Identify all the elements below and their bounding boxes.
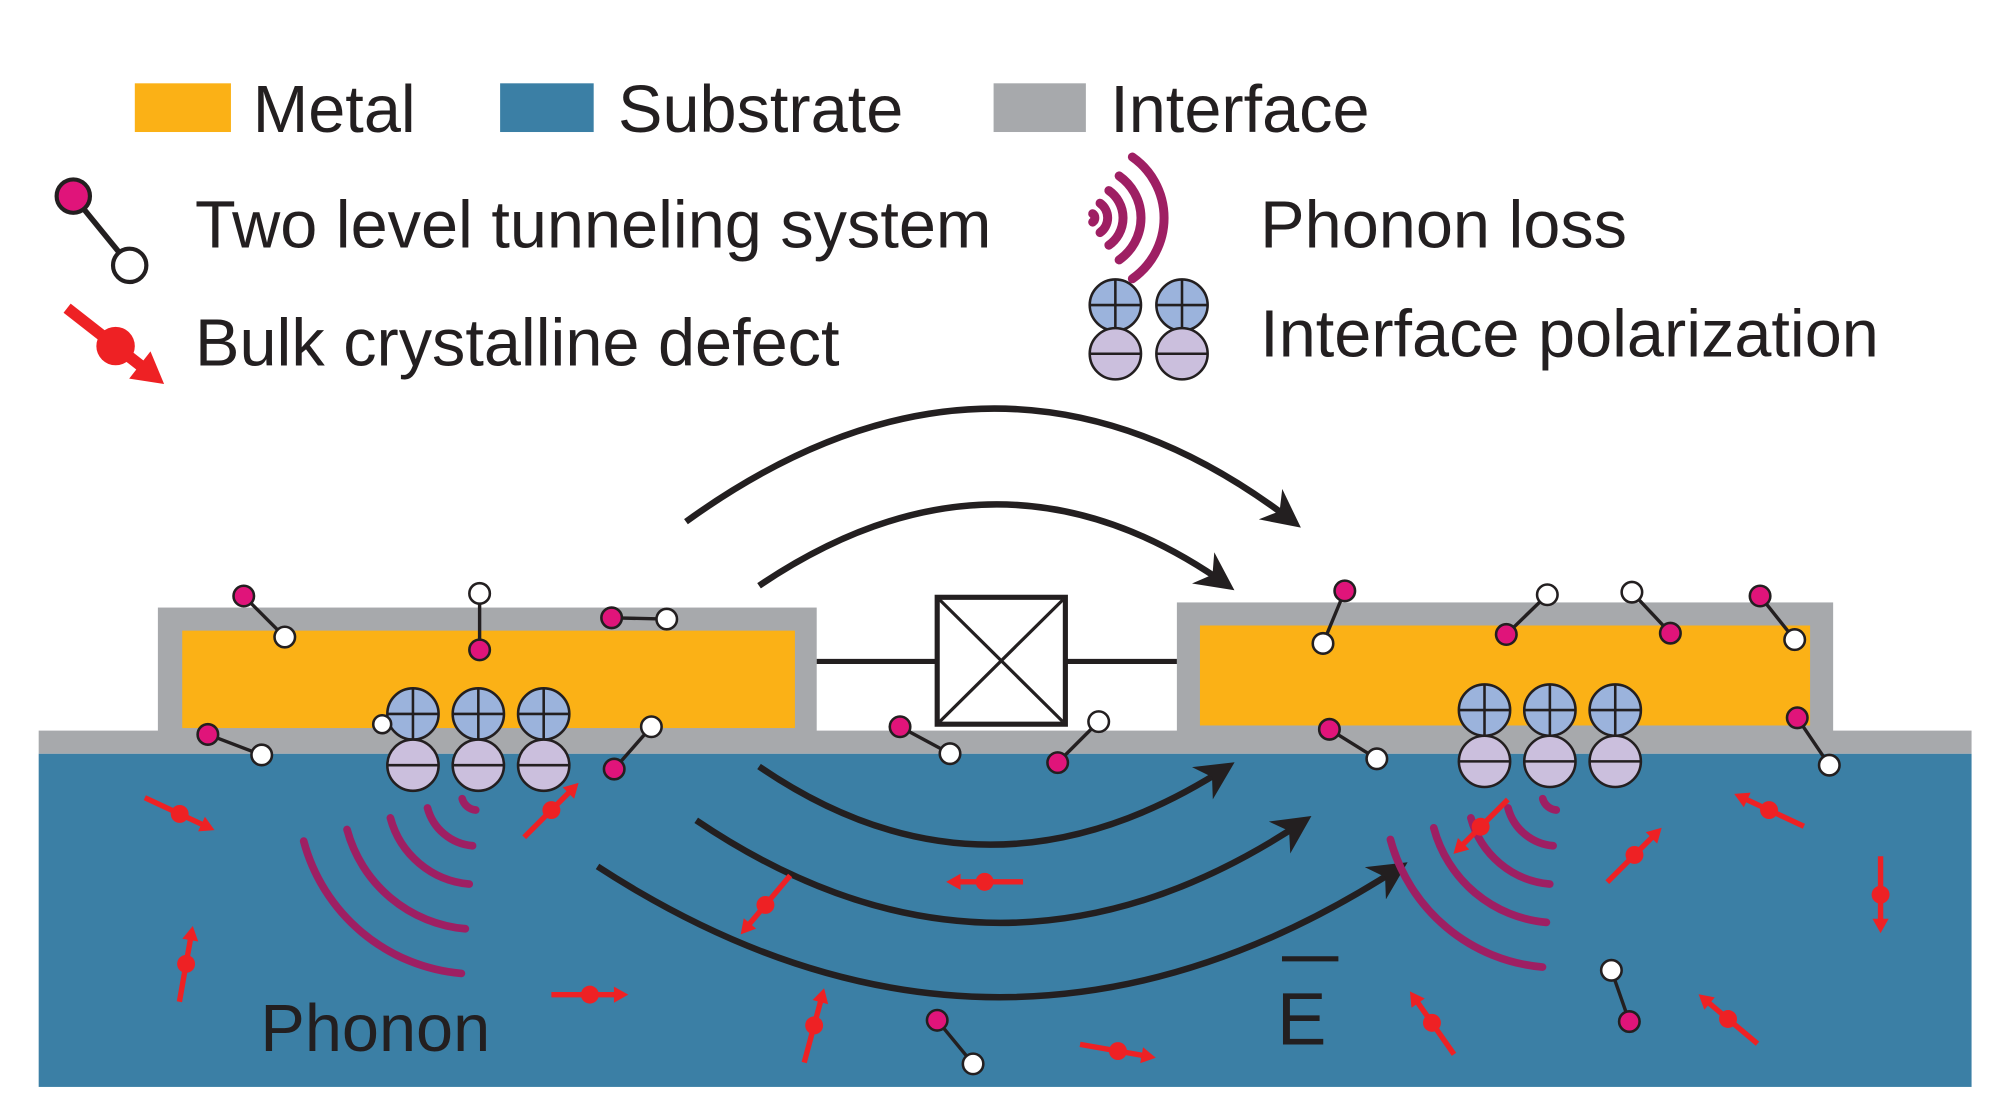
tls-marker	[1046, 710, 1111, 775]
tls-marker	[600, 606, 679, 631]
field-line-arrow	[757, 501, 1235, 591]
negative-charge-icon	[1457, 734, 1512, 789]
phonon-wave-arc	[1429, 824, 1551, 927]
positive-charge-icon	[386, 687, 440, 741]
field-line-arrow	[595, 862, 1408, 1001]
legend-interface-polarization-label: Interface polarization	[1260, 297, 1879, 371]
phonon-wave-arc	[386, 814, 474, 888]
field-line-arrow	[757, 762, 1235, 848]
interface-polarization-icon	[1088, 278, 1209, 381]
bulk-defect-marker	[1698, 994, 1760, 1046]
tls-marker	[1748, 584, 1807, 652]
phonon-loss-waves	[299, 794, 1561, 978]
negative-charge-icon	[1155, 326, 1209, 381]
bulk-defect-marker	[176, 926, 199, 1003]
bulk-defect-icon	[63, 303, 165, 384]
phonon-wave-arc	[423, 804, 477, 850]
negative-charge-icon	[516, 738, 571, 793]
legend-phonon-loss-label: Phonon loss	[1260, 188, 1627, 262]
bulk-defect-marker	[946, 872, 1024, 891]
interface-swatch	[993, 83, 1086, 133]
bulk-defect-marker	[522, 782, 579, 840]
bulk-defect-marker	[1871, 856, 1890, 934]
legend-tls-label: Two level tunneling system	[195, 188, 991, 262]
negative-charge-icon	[1522, 734, 1577, 789]
tls-marker	[1620, 580, 1682, 645]
negative-charge-icon	[386, 738, 440, 793]
bulk-defect-markers	[143, 782, 1890, 1064]
bulk-defect-marker	[1734, 792, 1806, 829]
legend-substrate-label: Substrate	[618, 73, 903, 147]
phonon-wave-arc	[1538, 794, 1561, 814]
phonon-wave-arc	[1088, 209, 1100, 227]
bulk-defect-marker	[801, 988, 829, 1064]
phonon-wave-arc	[458, 794, 480, 814]
bulk-defect-marker	[63, 303, 165, 384]
tls-marker	[1494, 583, 1559, 647]
positive-charge-icon	[1522, 683, 1577, 738]
tls-marker	[602, 715, 663, 781]
phonon-wave-arc	[1095, 198, 1113, 238]
interface-polarizations	[386, 683, 1643, 793]
positive-charge-icon	[451, 687, 506, 741]
field-line-arrow	[684, 405, 1301, 528]
bulk-defect-marker	[143, 795, 215, 832]
bulk-defect-marker	[1605, 827, 1662, 885]
tls-markers	[196, 579, 1841, 1076]
tls-marker	[232, 584, 297, 649]
bulk-defect-marker	[1453, 797, 1510, 854]
phonon-wave-arc	[1386, 835, 1547, 971]
tls-marker	[196, 722, 274, 767]
phonon-loss-icon	[1088, 152, 1169, 284]
negative-charge-icon	[1588, 734, 1643, 789]
field-line-arrow	[694, 816, 1312, 926]
josephson-junction-icon	[816, 594, 1177, 727]
positive-charge-icon	[1457, 683, 1512, 738]
phonon-wave-arc	[1104, 186, 1128, 250]
phonon-wave-arc	[343, 825, 470, 933]
phonon-label: Phonon	[260, 992, 490, 1066]
tls-marker	[54, 177, 149, 285]
tls-marker	[1311, 579, 1357, 655]
tls-marker	[925, 1008, 985, 1076]
bulk-defect-marker	[1079, 1041, 1156, 1064]
positive-charge-icon	[516, 687, 571, 741]
electric-field-lines	[595, 405, 1408, 1001]
positive-charge-icon	[1588, 683, 1643, 738]
tls-marker	[371, 713, 393, 735]
legend: Metal Substrate Interface Two level tunn…	[54, 73, 1879, 384]
tls-marker	[1599, 958, 1641, 1034]
bulk-defect-marker	[1409, 991, 1457, 1056]
tls-marker	[1317, 717, 1389, 771]
legend-bulk-defect-label: Bulk crystalline defect	[195, 306, 840, 380]
electric-field-label: E	[1277, 956, 1339, 1061]
legend-metal-label: Metal	[253, 73, 416, 147]
interface-layer	[38, 730, 1972, 754]
tls-marker	[888, 715, 962, 766]
field-label: E	[1277, 978, 1327, 1061]
phonon-wave-arc	[1127, 152, 1169, 284]
metal-swatch	[134, 83, 231, 133]
bulk-defect-marker	[551, 985, 629, 1004]
substrate-swatch	[500, 83, 594, 133]
negative-charge-icon	[1088, 326, 1143, 381]
tls-marker	[468, 581, 492, 662]
positive-charge-icon	[1155, 278, 1209, 332]
tls-marker	[1785, 706, 1841, 777]
negative-charge-icon	[451, 738, 506, 793]
phonon-wave-arc	[1114, 171, 1146, 265]
phonon-wave-arc	[1504, 804, 1557, 850]
positive-charge-icon	[1088, 278, 1143, 332]
tls-icon	[54, 177, 149, 285]
legend-interface-label: Interface	[1110, 73, 1369, 147]
phonon-wave-arc	[299, 837, 466, 978]
bulk-defect-marker	[740, 873, 793, 935]
